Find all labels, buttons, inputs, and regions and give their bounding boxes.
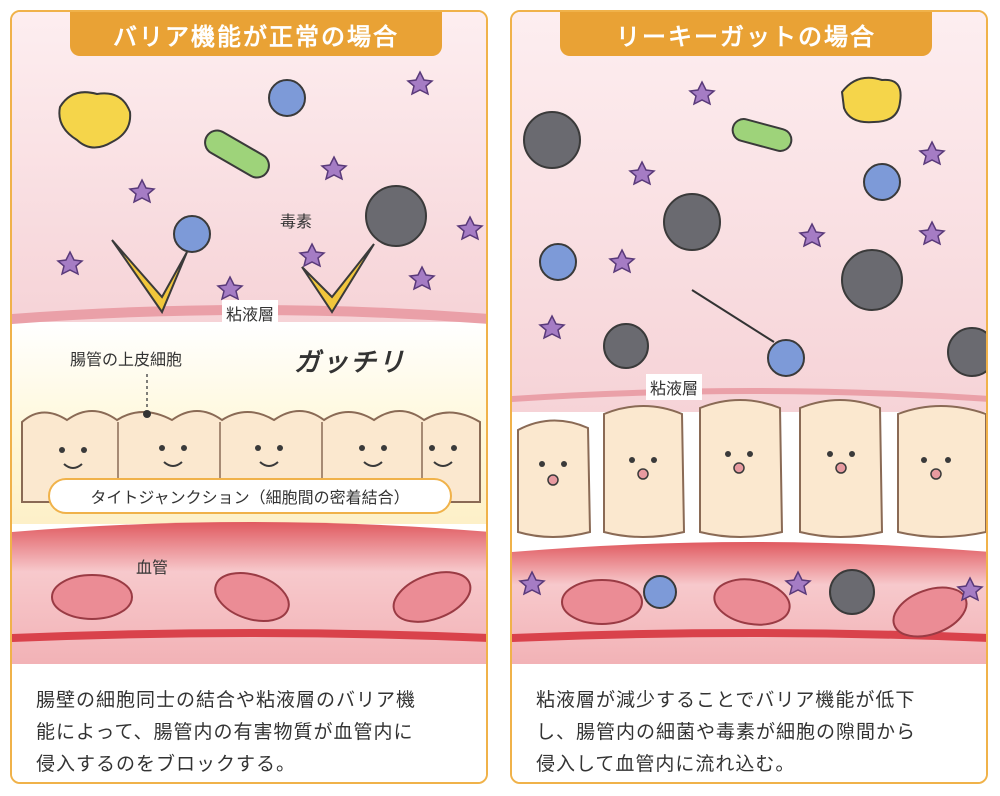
yellow-germ-icon — [840, 76, 902, 124]
panel-title: バリア機能が正常の場合 — [70, 12, 442, 56]
yellow-germ-icon — [58, 91, 132, 149]
caption-line: 能によって、腸管内の有害物質が血管内に — [36, 721, 414, 743]
mucus-layer-label: 粘液層 — [222, 300, 279, 326]
junction-dot — [143, 410, 151, 418]
virus-icon — [643, 575, 677, 609]
bacteria-icon — [829, 569, 875, 615]
leaky-gut-panel: リーキーガットの場合 — [510, 10, 988, 784]
toxin-label: 毒素 — [280, 212, 313, 231]
normal-barrier-illustration — [12, 12, 486, 664]
epithelial-cells — [517, 399, 986, 538]
check-mark-icon — [301, 243, 375, 314]
blood-vessel-wall — [12, 629, 486, 642]
caption-line: 侵入するのをブロックする。 — [36, 753, 297, 775]
panel-caption: 腸壁の細胞同士の結合や粘液層のバリア機 能によって、腸管内の有害物質が血管内に … — [12, 664, 486, 782]
virus-icon — [173, 79, 306, 253]
caption-line: し、腸管内の細菌や毒素が細胞の隙間から — [536, 721, 917, 743]
red-blood-cell-icon — [561, 579, 643, 625]
gacchi-text: ガッチリ — [294, 348, 407, 378]
toxin-star-icon — [56, 70, 484, 301]
red-blood-cells — [51, 571, 472, 623]
tight-junction-label: タイトジャンクション（細胞間の密着結合） — [48, 478, 452, 514]
panel-title: リーキーガットの場合 — [560, 12, 932, 56]
red-blood-cell-icon — [214, 572, 290, 622]
normal-barrier-panel: バリア機能が正常の場合 — [10, 10, 488, 784]
red-blood-cell-icon — [892, 586, 968, 638]
bacteria-icon — [523, 111, 986, 377]
leaky-gut-illustration — [512, 12, 986, 664]
caption-line: 腸壁の細胞同士の結合や粘液層のバリア機 — [36, 689, 417, 711]
bacteria-icon — [365, 185, 427, 247]
check-mark-icon — [111, 239, 188, 315]
rod-bacteria-icon — [204, 129, 270, 179]
blood-vessel-wall — [512, 629, 986, 642]
mucus-layer-label: 粘液層 — [646, 374, 703, 400]
caption-line: 侵入して血管内に流れ込む。 — [536, 753, 796, 775]
red-blood-cell-icon — [713, 578, 791, 626]
epithelial-cell-icon — [897, 405, 986, 538]
mucus-layer-line — [512, 388, 986, 402]
red-blood-cell-icon — [51, 574, 133, 620]
virus-icon — [539, 163, 901, 377]
epithelial-cell-label: 腸管の上皮細胞 — [70, 350, 183, 369]
toxin-star-icon — [518, 80, 984, 602]
panel-caption: 粘液層が減少することでバリア機能が低下 し、腸管内の細菌や毒素が細胞の隙間から … — [512, 664, 986, 782]
caption-line: 粘液層が減少することでバリア機能が低下 — [536, 689, 916, 711]
intestinal-lumen — [512, 12, 986, 412]
invasion-motion-line — [691, 289, 775, 343]
rod-bacteria-icon — [731, 118, 793, 152]
blood-vessel-label: 血管 — [136, 558, 169, 577]
red-blood-cell-icon — [392, 571, 472, 623]
